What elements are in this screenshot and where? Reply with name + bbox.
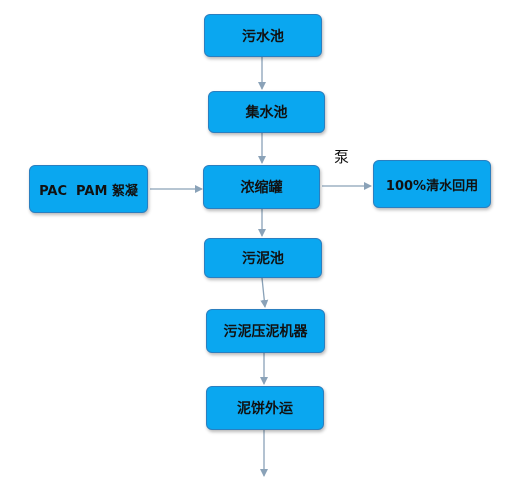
node-thickening-tank-label: 浓缩罐 xyxy=(240,180,283,196)
node-sludge-press-label: 污泥压泥机器 xyxy=(223,324,308,340)
node-collection-pool-label: 集水池 xyxy=(245,105,288,121)
node-sewage-pool-label: 污水池 xyxy=(242,28,284,45)
node-collection-pool: 集水池 xyxy=(208,91,325,133)
node-sewage-pool: 污水池 xyxy=(204,14,322,57)
node-water-reuse-label: 100%清水回用 xyxy=(385,178,479,194)
pump-label: 泵 xyxy=(334,148,350,166)
node-sludge-pool: 污泥池 xyxy=(204,238,322,278)
node-flocculant-input-label: PAC PAM 絮凝 xyxy=(39,183,138,199)
node-sludge-press: 污泥压泥机器 xyxy=(206,309,325,353)
arrow-sludge-pool-to-press xyxy=(260,277,269,308)
node-water-reuse: 100%清水回用 xyxy=(373,160,491,208)
node-flocculant-input: PAC PAM 絮凝 xyxy=(29,165,148,213)
node-sludge-pool-label: 污泥池 xyxy=(242,251,284,267)
node-cake-transport: 泥饼外运 xyxy=(206,386,324,430)
node-thickening-tank: 浓缩罐 xyxy=(203,165,320,209)
node-cake-transport-label: 泥饼外运 xyxy=(237,401,293,417)
